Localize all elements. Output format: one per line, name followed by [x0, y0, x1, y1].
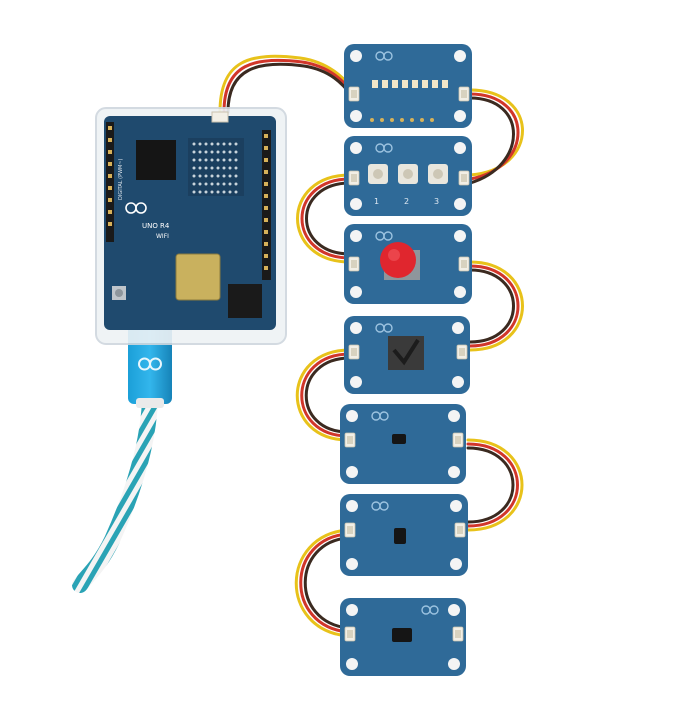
module-pixels — [344, 44, 472, 128]
cable-module-6-to-7 — [294, 528, 350, 638]
cable-board-to-module-1 — [218, 54, 354, 114]
power-jack — [228, 284, 262, 318]
button-label-1: 1 — [374, 197, 379, 206]
module-knob — [344, 224, 472, 304]
cable-module-4-to-5 — [295, 348, 352, 442]
tof-sensor-icon — [392, 434, 406, 444]
button-label-2: 2 — [404, 197, 409, 206]
push-buttons-icon — [368, 164, 448, 184]
board-label-digital: DIGITAL (PWM~) — [118, 158, 124, 200]
module-thermo — [340, 494, 468, 576]
board-label-wifi: WIFI — [156, 233, 169, 240]
temp-sensor-icon — [394, 528, 406, 544]
module-distance — [340, 404, 466, 484]
button-label-3: 3 — [434, 197, 439, 206]
usb-cable — [72, 305, 172, 593]
arduino-logo-icon — [138, 357, 162, 371]
cable-module-5-to-6 — [466, 438, 524, 532]
module-movement — [344, 316, 470, 394]
module-buttons: 1 2 3 — [344, 136, 472, 216]
imu-chip-icon — [388, 336, 424, 370]
wifi-module — [175, 253, 221, 301]
cable-module-3-to-4 — [468, 260, 524, 352]
mcu-chip — [136, 140, 176, 180]
daisy-chain-cables — [218, 54, 524, 638]
buzzer-chip-icon — [392, 628, 412, 642]
board-label-r4: R4 — [160, 222, 170, 230]
cable-module-1-to-2 — [468, 88, 524, 185]
arduino-infinity-icon — [125, 202, 147, 214]
arduino-board: UNO R4 WIFI DIGITAL (PWM~) — [95, 107, 287, 345]
led-matrix — [188, 138, 244, 196]
module-buzzer — [340, 598, 466, 676]
board-label-uno: UNO — [142, 222, 158, 230]
led-bar-icon — [372, 80, 448, 88]
rotary-knob-icon — [380, 242, 420, 280]
cable-module-2-to-3 — [296, 173, 352, 264]
